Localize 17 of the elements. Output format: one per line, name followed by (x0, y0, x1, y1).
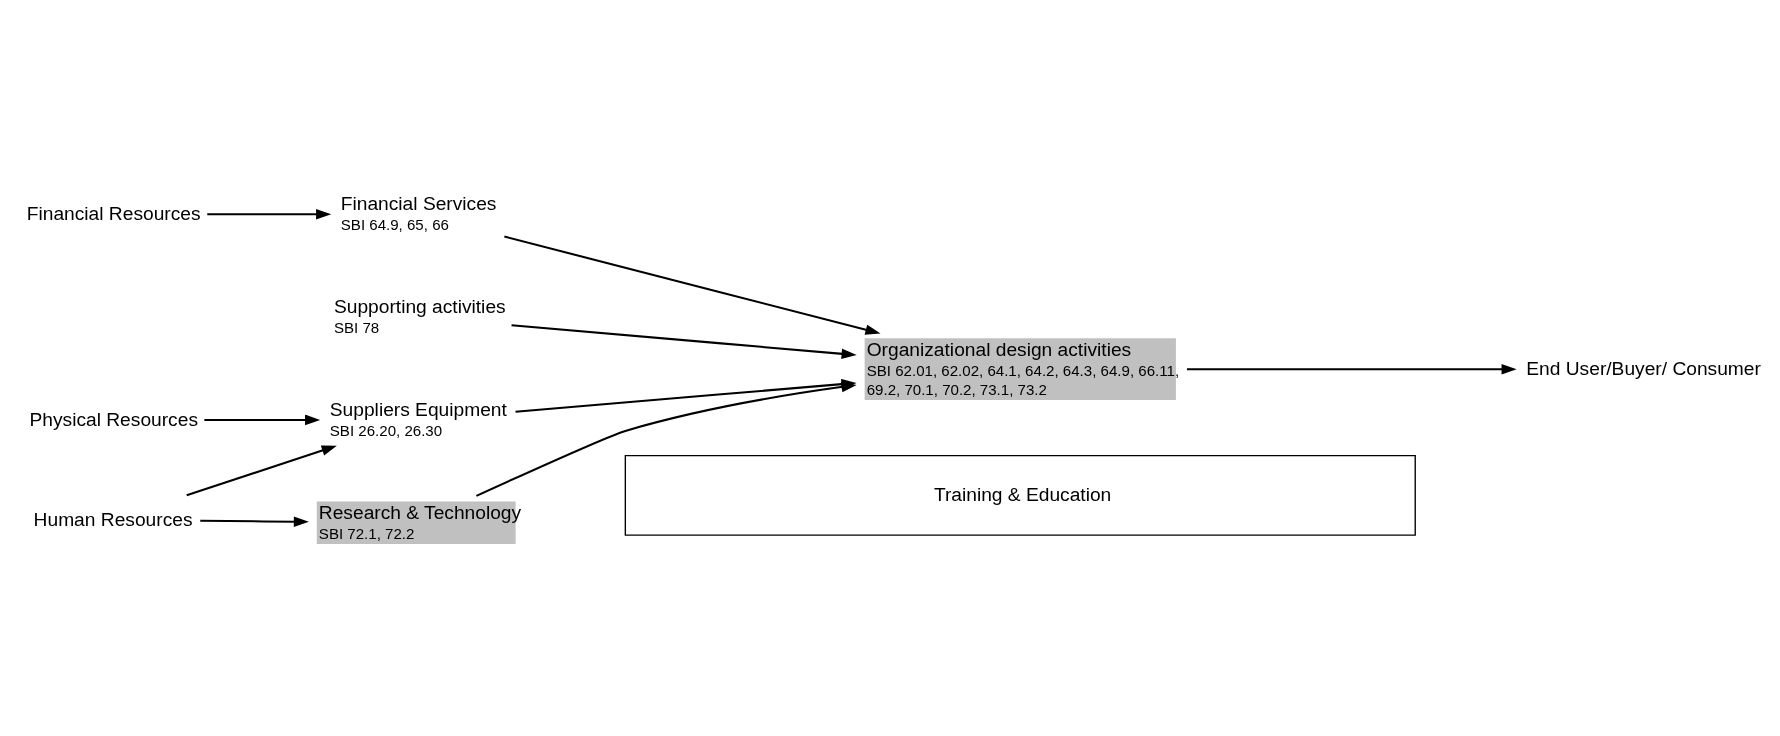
arrow (186, 444, 337, 496)
node-box: Organizational design activities SBI 62.01, 62.02, 64.1, 64.2, 64.3, 64.9, 66.11, 69.2, 70.1, 70.2, 73.1, 73.2 (864, 337, 1176, 400)
arrow (504, 235, 881, 335)
node-text: Supporting activities SBI 78 (333, 295, 506, 336)
arrow (476, 381, 857, 497)
node-text: Financial Resources (26, 202, 201, 224)
node-box: Training & Education (624, 454, 1416, 536)
node-text: Suppliers Equipment SBI 26.20, 26.30 (329, 398, 507, 439)
node-text: End User/Buyer/ Consumer (1526, 357, 1761, 379)
arrow (1187, 363, 1517, 374)
arrow (204, 414, 321, 425)
node-text: Human Resources (33, 508, 193, 530)
node-text: Financial Services SBI 64.9, 65, 66 (340, 192, 497, 233)
arrow (511, 323, 857, 359)
arrow (207, 208, 332, 220)
arrow (200, 515, 309, 527)
node-text: Physical Resources (29, 408, 198, 430)
